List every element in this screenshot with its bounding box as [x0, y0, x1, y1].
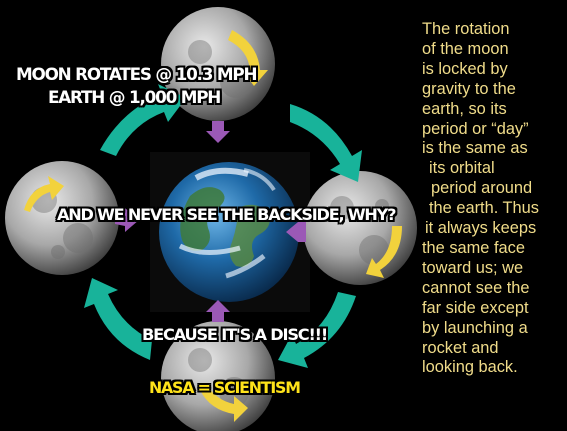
- moon-image: [161, 321, 275, 431]
- disc-answer: BECAUSE IT'S A DISC!!!: [142, 325, 328, 344]
- explanation-line: of the moon: [422, 39, 509, 58]
- moon-image: [5, 161, 119, 275]
- explanation-line: the earth. Thus: [429, 199, 539, 218]
- explanation-line: toward us; we: [422, 258, 524, 277]
- scientism-label: SCIENTISM: [213, 378, 301, 397]
- rotation-arrow: [24, 30, 402, 422]
- explanation-line: looking back.: [422, 358, 518, 377]
- explanation-line: The rotation: [422, 20, 510, 38]
- explanation-line: rocket and: [422, 338, 499, 357]
- rotation-speed-line2: EARTH @ 1,000 MPH: [48, 87, 221, 107]
- explanation-line: by launching a: [422, 318, 528, 337]
- nasa-caption: NASA = SCIENTISM: [149, 378, 301, 397]
- explanation-line: its orbital: [429, 159, 495, 178]
- explanation-line: the same face: [422, 238, 525, 257]
- explanation-line: period or “day”: [422, 119, 529, 138]
- nasa-label: NASA: [149, 378, 194, 397]
- equals-sign: =: [197, 378, 211, 397]
- rotation-speed-line1: MOON ROTATES @ 10.3 MPH: [16, 64, 257, 84]
- backside-question: AND WE NEVER SEE THE BACKSIDE, WHY?: [57, 205, 396, 224]
- explanation-line: is locked by: [422, 59, 508, 78]
- explanation-line: period around: [431, 179, 533, 198]
- orbit-arrow: [84, 84, 362, 368]
- moon-image: [161, 7, 275, 121]
- explanation-line: far side except: [422, 298, 529, 317]
- explanation-line: cannot see the: [422, 278, 530, 297]
- explanation-line: is the same as: [422, 139, 528, 158]
- explanation-line: gravity to the: [422, 79, 516, 98]
- earth-image: [159, 162, 299, 302]
- explanation-line: earth, so its: [422, 99, 507, 118]
- explanation-line: it always keeps: [425, 219, 537, 238]
- facing-marker: [115, 121, 306, 322]
